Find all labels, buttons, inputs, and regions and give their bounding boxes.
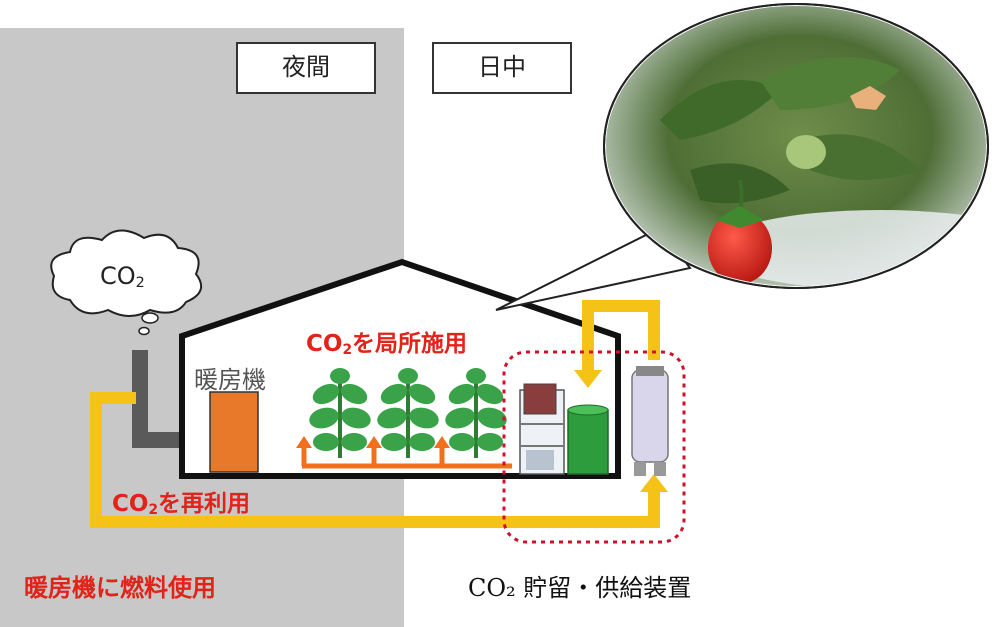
speech-bubble-border	[603, 3, 989, 289]
heater-unit	[209, 391, 259, 473]
device-label: CO₂ 貯留・供給装置	[468, 568, 691, 603]
heater-label: 暖房機	[194, 366, 266, 394]
fuel-label: 暖房機に燃料使用	[24, 574, 216, 602]
local-apply-suffix: を局所施用	[352, 331, 468, 357]
distribution-arrowhead-1	[296, 436, 312, 448]
co2-drum	[567, 404, 609, 475]
device-prefix: CO	[468, 574, 507, 602]
reuse-label: CO2を再利用	[112, 484, 250, 518]
cloud-co2-sub: 2	[135, 274, 145, 291]
cloud-co2-text: CO	[100, 262, 136, 290]
distribution-arrowhead-3	[434, 436, 450, 448]
co2-supply-pipe	[582, 300, 660, 372]
cloud-co2-label: CO2	[100, 262, 145, 291]
strawberry-plant-1	[309, 368, 371, 458]
reuse-arrowhead	[640, 474, 668, 492]
local-apply-prefix: CO	[306, 331, 343, 357]
local-apply-sub: 2	[342, 341, 353, 358]
device-highlight	[502, 350, 686, 544]
reuse-prefix: CO	[112, 491, 149, 517]
device-suffix: 貯留・供給装置	[515, 574, 692, 602]
co2-cloud	[50, 229, 203, 336]
co2-storage-tank	[631, 366, 669, 476]
greenhouse-outline	[179, 258, 621, 479]
night-label: 夜間	[236, 42, 376, 94]
strawberry-plant-2	[377, 368, 439, 458]
strawberry-plant-3	[445, 368, 507, 458]
distribution-arrowhead-2	[366, 436, 382, 448]
device-sub: ₂	[506, 574, 516, 602]
control-rack	[519, 383, 565, 475]
day-label: 日中	[432, 42, 572, 94]
co2-reuse-pipe	[90, 392, 660, 528]
supply-arrowhead	[574, 370, 602, 388]
local-apply-label: CO2を局所施用	[306, 324, 467, 358]
reuse-sub: 2	[148, 501, 159, 518]
reuse-suffix: を再利用	[158, 491, 251, 517]
